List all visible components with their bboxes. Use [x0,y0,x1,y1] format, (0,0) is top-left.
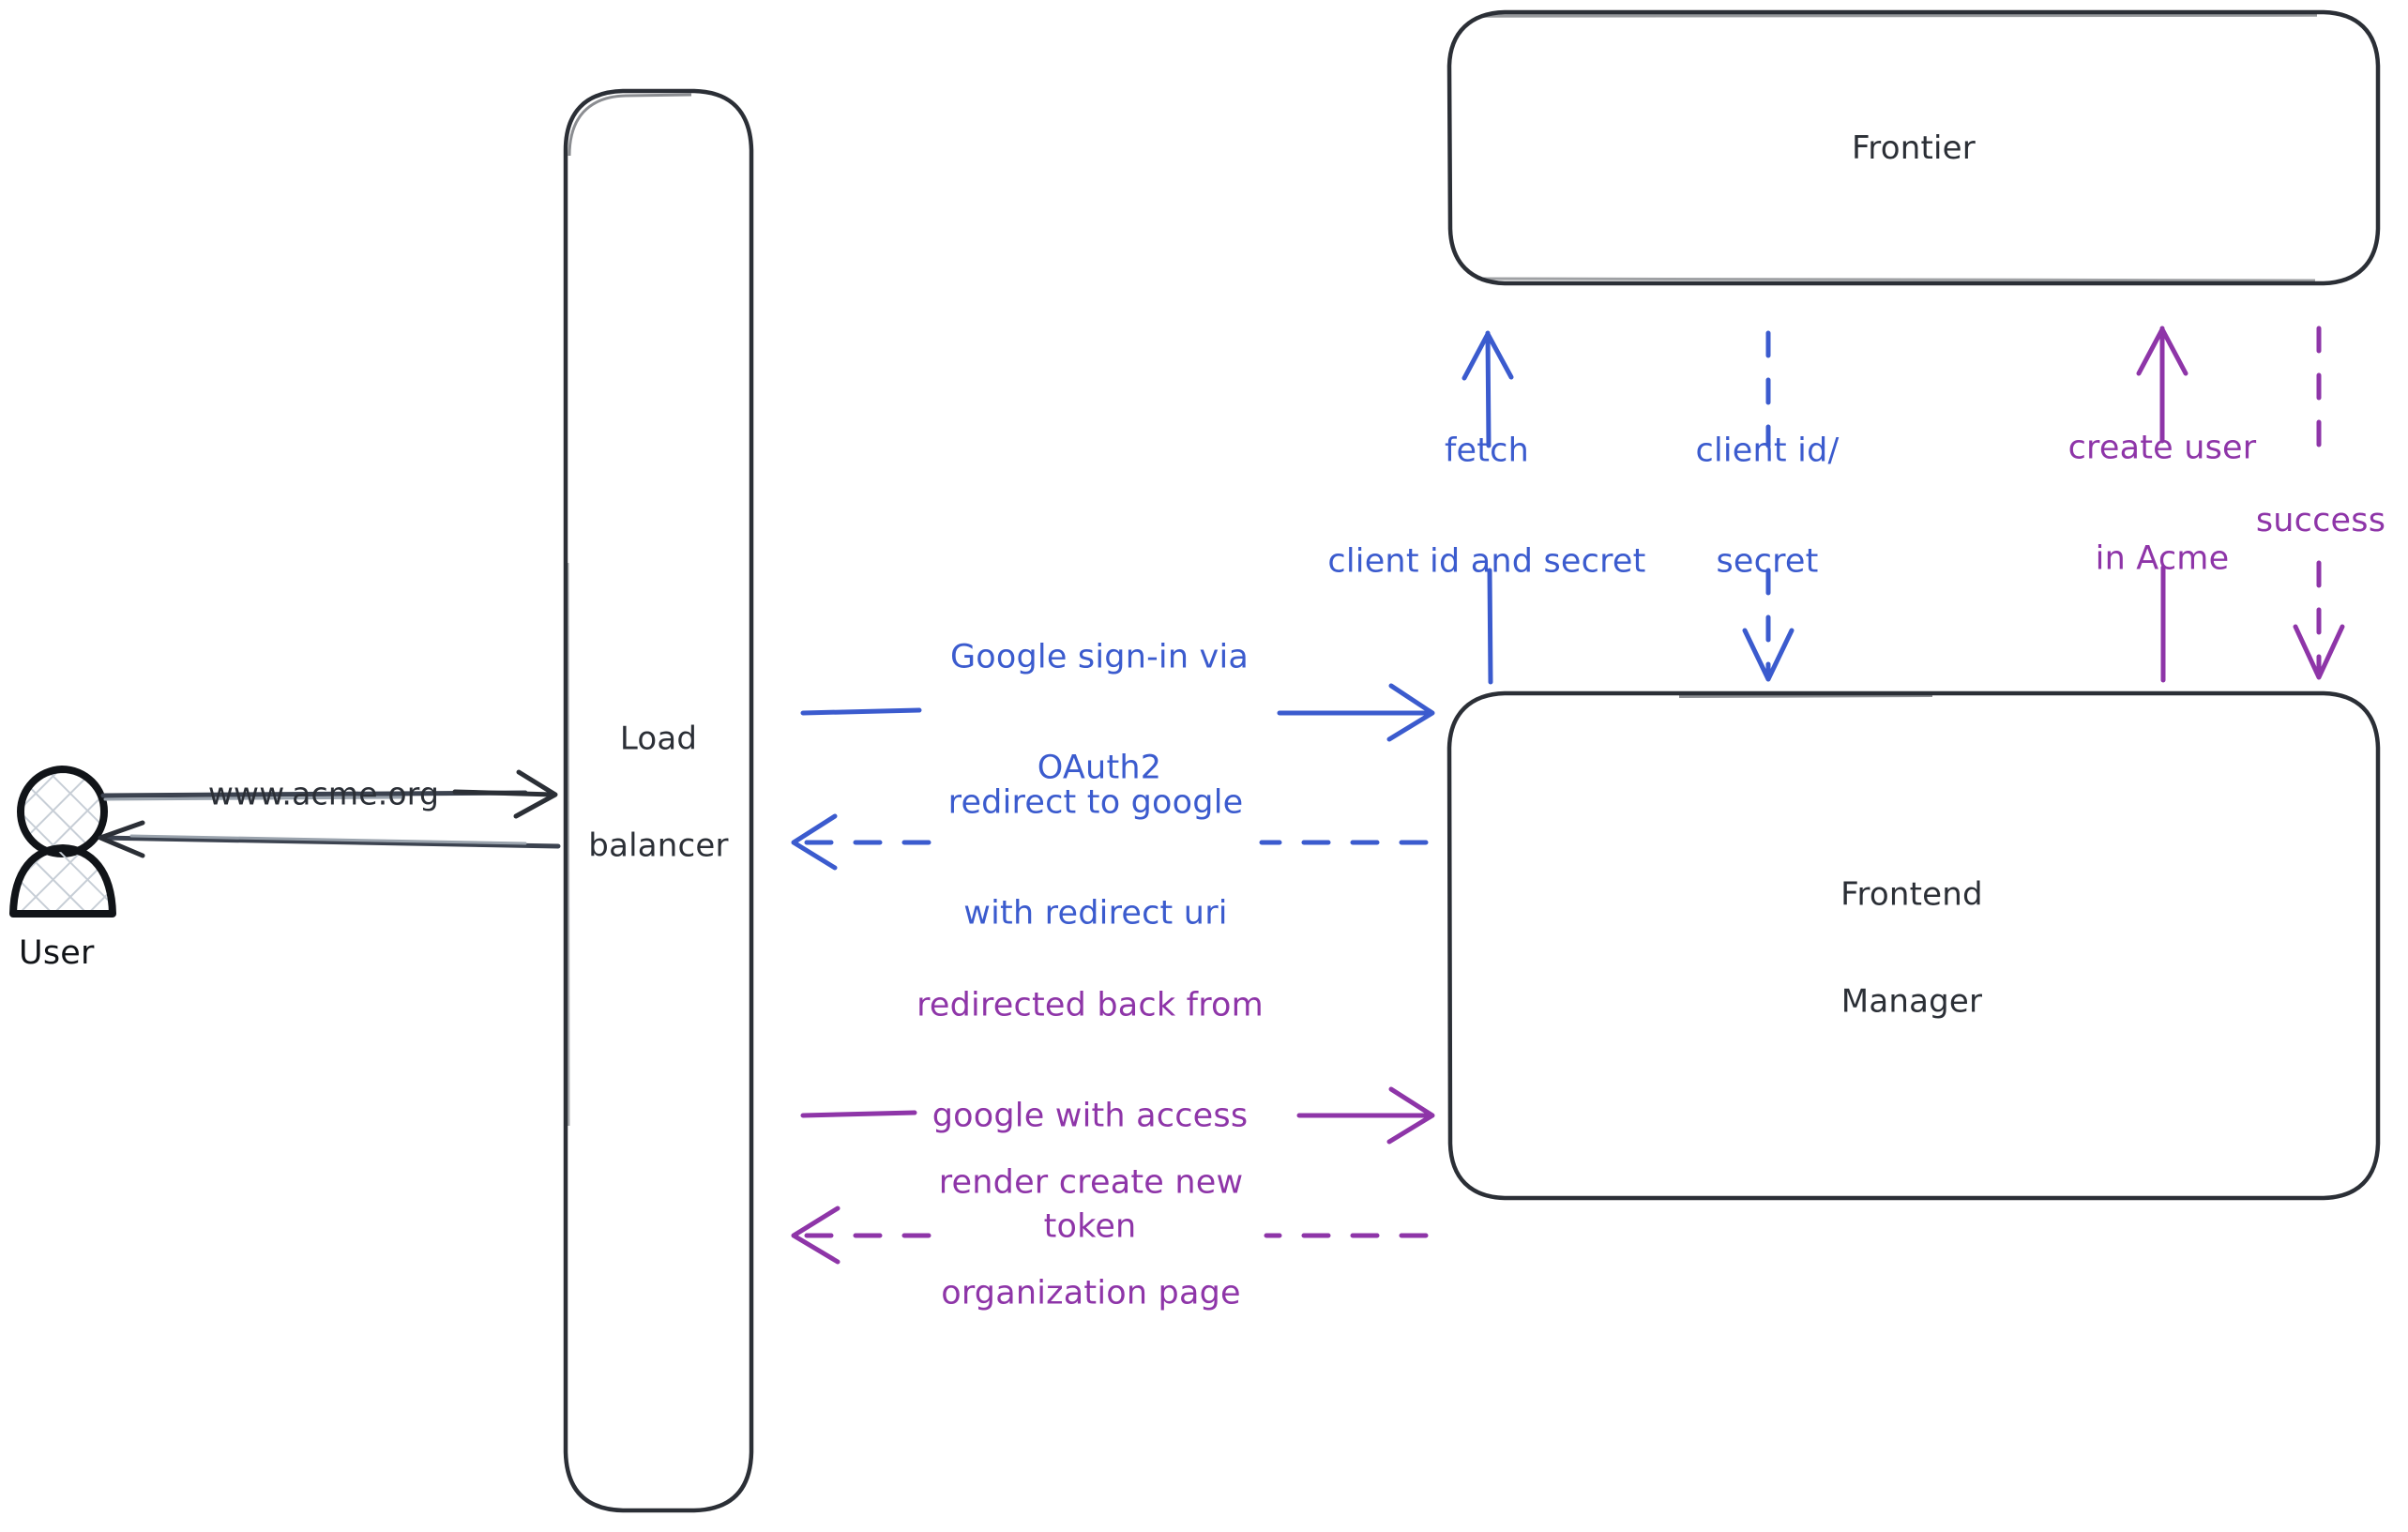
node-label-frontier: Frontier [1852,59,1976,237]
edge-label-redirected-back-token-line3: token [1043,1206,1137,1245]
node-frontier-shape [1446,9,2381,286]
node-label-frontend-manager-line2: Manager [1840,983,1983,1022]
edge-label-google-signin-line2: OAuth2 [1037,749,1162,787]
edge-label-success-line1: success [2255,502,2386,540]
edge-label-create-user-line1: create user [2067,429,2257,467]
edge-load-balancer-to-user [98,820,561,858]
edge-label-render-create-org: render create new organization page [939,1091,1244,1386]
edge-label-render-create-org-line2: organization page [941,1274,1241,1312]
node-frontend-manager-shape [1446,690,2381,1201]
node-label-load-balancer-line2: balancer [588,827,729,866]
edge-redirect-to-google [791,813,1429,871]
edge-fetch-client-id-secret [1461,330,1514,685]
edge-label-google-signin: Google sign-in via OAuth2 [950,566,1249,860]
edge-label-redirected-back-token-line1: redirected back from [916,986,1264,1024]
edge-create-user-in-acme [2136,326,2188,683]
edge-label-fetch-client-id-secret: fetch client id and secret [1327,359,1645,654]
node-label-frontier-line1: Frontier [1852,129,1976,167]
edge-success-response [2293,326,2345,680]
edge-client-id-secret-response [1742,330,1795,682]
edge-label-fetch-line2: client id and secret [1327,542,1646,581]
edge-label-redirect-to-google: redirect to google with redirect uri [948,711,1244,1006]
edge-google-signin [800,683,1435,742]
edge-label-client-id-secret-line1: client id/ [1695,432,1840,470]
edge-label-redirected-back-token-line2: google with access [931,1097,1249,1135]
edge-user-to-load-balancer [100,769,558,819]
node-load-balancer-shape [563,88,754,1513]
edge-label-redirected-back-token: redirected back from google with access … [916,914,1264,1318]
edge-label-redirect-to-google-line2: with redirect uri [963,894,1228,933]
node-label-frontend-manager: Frontend Manager [1840,806,1983,1092]
edge-label-fetch-line1: fetch [1444,432,1529,470]
node-label-load-balancer: Load balancer [588,650,728,936]
edge-redirected-back-token [800,1086,1435,1145]
edge-label-client-id-secret-response: client id/ secret [1696,359,1840,654]
edge-label-render-create-org-line1: render create new [938,1163,1244,1202]
node-label-load-balancer-line1: Load [619,720,698,758]
actor-user-caption: User [19,934,95,972]
user-person-icon [9,765,116,918]
edge-label-redirect-to-google-line1: redirect to google [947,783,1244,822]
edge-label-www-acme-org-line1: www.acme.org [207,775,440,812]
node-label-frontend-manager-line1: Frontend [1840,875,1983,914]
edge-label-create-user-in-acme: create user in Acme [2068,356,2257,651]
edge-label-user-to-load-balancer: www.acme.org [208,708,439,882]
edge-label-client-id-secret-line2: secret [1716,542,1819,581]
edge-label-success-response: success [2256,430,2385,614]
edge-label-google-signin-line1: Google sign-in via [949,638,1249,676]
edge-render-create-org [791,1206,1429,1265]
edge-label-create-user-line2: in Acme [2095,539,2230,578]
